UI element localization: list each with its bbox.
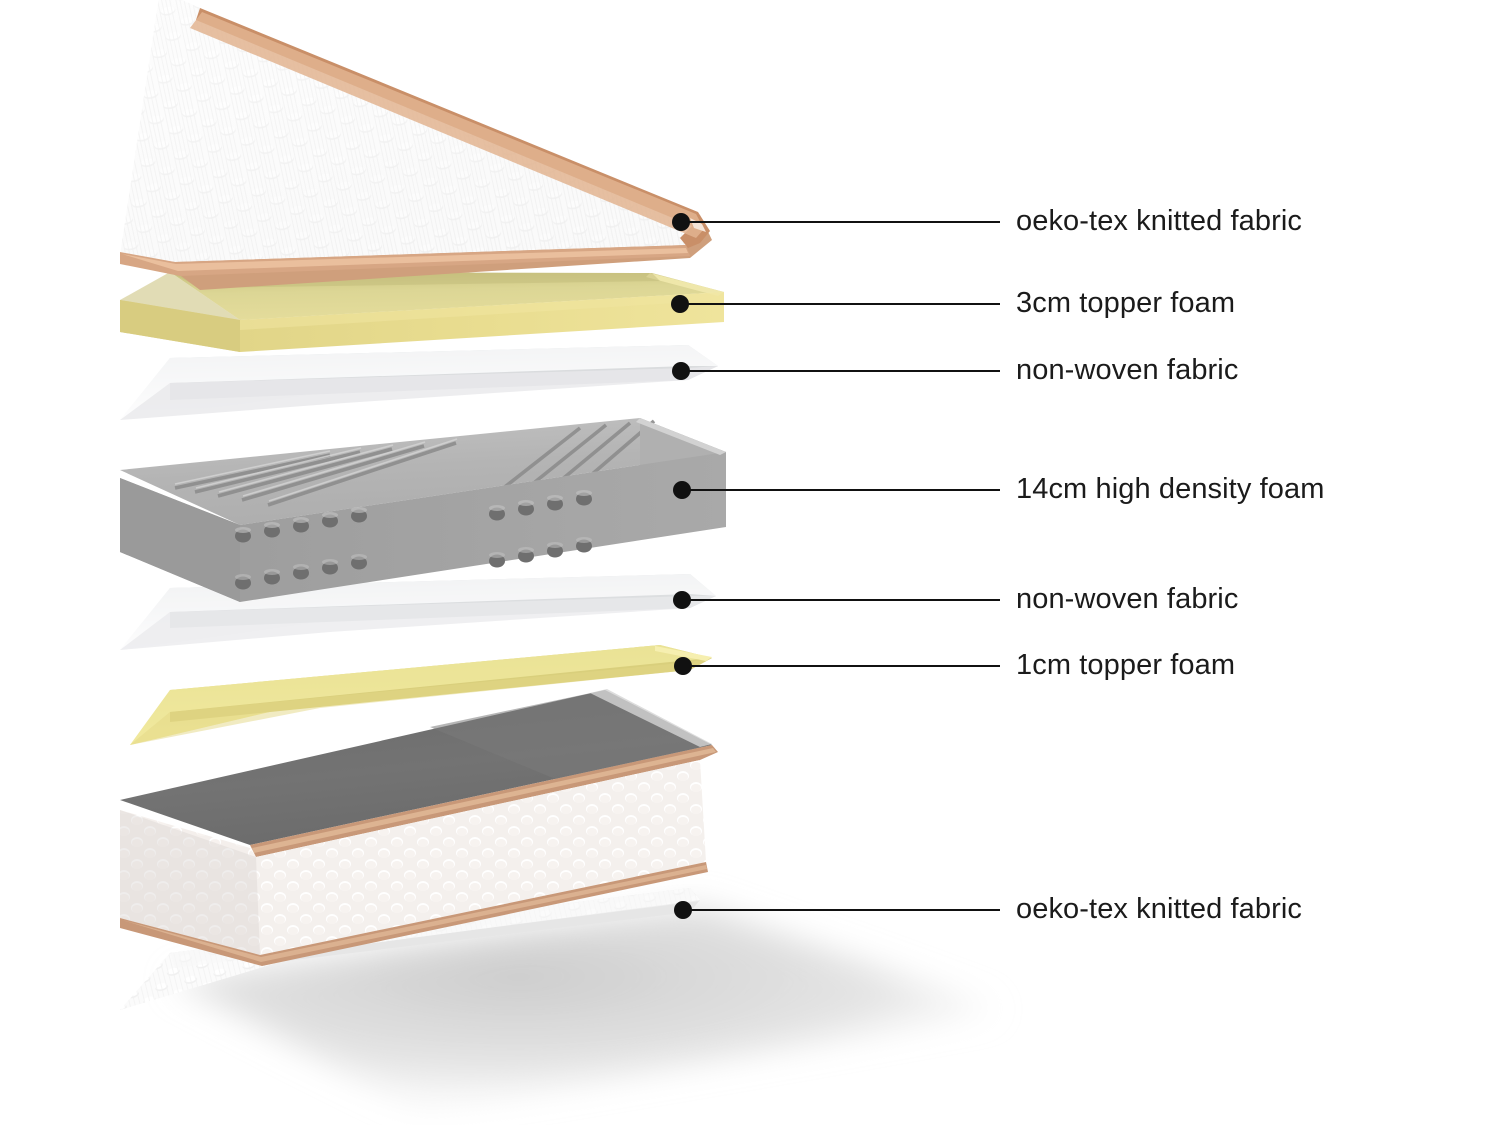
layer-high-density-foam xyxy=(120,418,726,602)
leader-dot xyxy=(674,657,692,675)
layer-oeko-tex-top xyxy=(120,0,712,290)
foam-holes-upper-row xyxy=(235,492,592,543)
layer-spring-core-body xyxy=(120,689,718,966)
leader-dot xyxy=(672,213,690,231)
callout-oeko-tex-bottom-text: oeko-tex knitted fabric xyxy=(1016,893,1302,925)
callout-oeko-tex-top-text: oeko-tex knitted fabric xyxy=(1016,205,1302,237)
callout-topper-foam-3cm-text: 3cm topper foam xyxy=(1016,287,1236,319)
callout-oeko-tex-bottom[interactable] xyxy=(674,901,1000,919)
leader-dot xyxy=(671,295,689,313)
callout-non-woven-lower[interactable] xyxy=(673,591,1000,609)
leader-dot xyxy=(673,591,691,609)
layer-non-woven-upper xyxy=(120,345,718,420)
drop-shadow xyxy=(170,905,1000,1110)
callout-oeko-tex-top[interactable] xyxy=(672,213,1000,231)
callout-non-woven-upper-text: non-woven fabric xyxy=(1016,354,1239,386)
callout-non-woven-lower-text: non-woven fabric xyxy=(1016,583,1239,615)
layer-topper-foam-3cm xyxy=(120,272,724,352)
leader-dot xyxy=(674,901,692,919)
callout-topper-foam-1cm-text: 1cm topper foam xyxy=(1016,649,1236,681)
layer-topper-foam-1cm xyxy=(130,645,712,745)
callout-topper-foam-1cm[interactable] xyxy=(674,657,1000,675)
callout-topper-foam-3cm[interactable] xyxy=(671,295,1000,313)
callout-high-density-foam-text: 14cm high density foam xyxy=(1016,473,1325,505)
leader-dot xyxy=(673,481,691,499)
leader-dot xyxy=(672,362,690,380)
callout-non-woven-upper[interactable] xyxy=(672,362,1000,380)
callout-high-density-foam[interactable] xyxy=(673,481,1000,499)
foam-holes-lower-row xyxy=(235,539,592,590)
callout-leaders xyxy=(671,213,1000,919)
